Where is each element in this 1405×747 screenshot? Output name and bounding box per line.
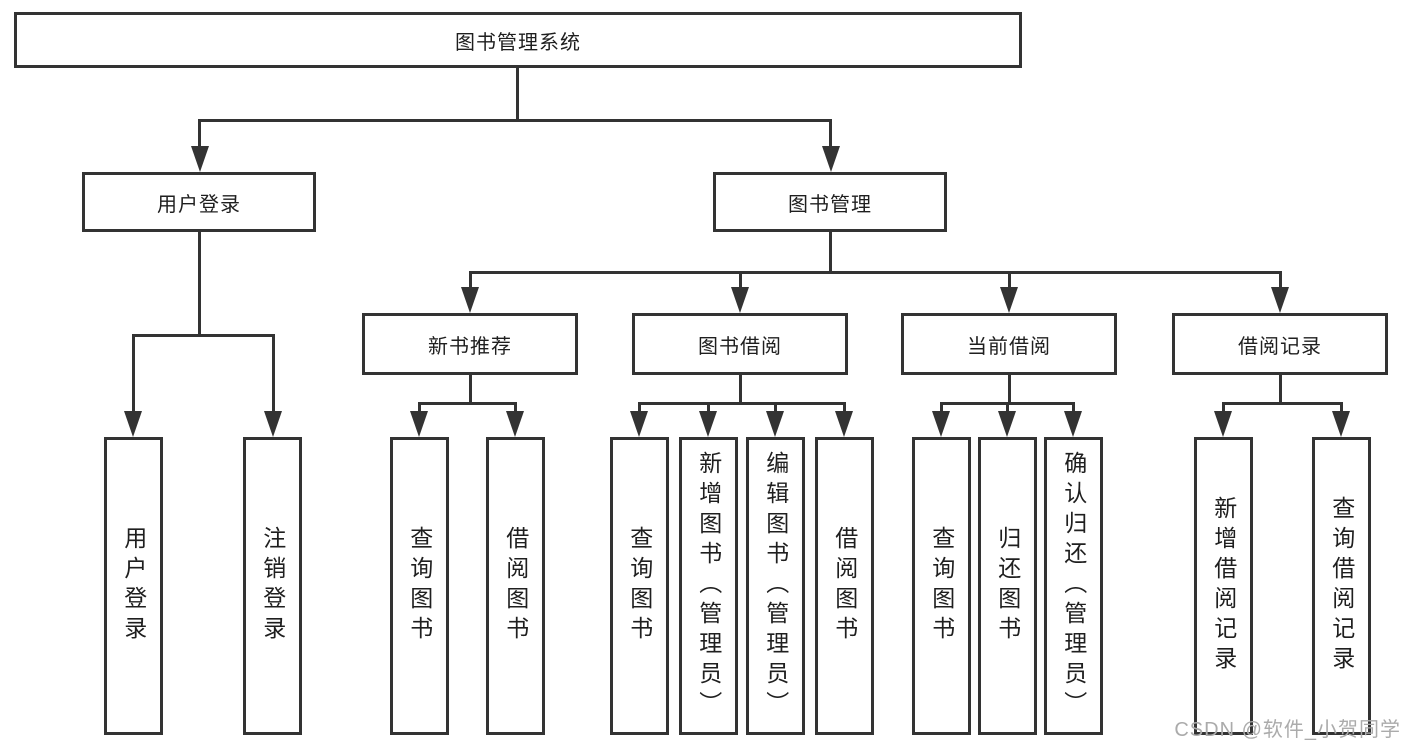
leaf-borrow-books-recommend: 借阅图书 xyxy=(486,437,545,735)
connector-line xyxy=(1008,375,1011,405)
connector-line xyxy=(774,402,777,414)
node-library-management-system: 图书管理系统 xyxy=(14,12,1022,68)
arrowhead-down-icon xyxy=(766,411,784,437)
leaf-edit-books-admin: 编辑图书（管理员） xyxy=(746,437,805,735)
node-label: 图书借阅 xyxy=(698,335,782,358)
arrowhead-down-icon xyxy=(699,411,717,437)
leaf-borrow-books: 借阅图书 xyxy=(815,437,874,735)
node-book-management: 图书管理 xyxy=(713,172,947,232)
connector-line xyxy=(829,119,832,149)
arrowhead-down-icon xyxy=(506,411,524,437)
node-user-login: 用户登录 xyxy=(82,172,316,232)
connector-line xyxy=(272,334,275,414)
connector-line xyxy=(132,334,135,414)
arrowhead-down-icon xyxy=(410,411,428,437)
node-borrowing-records: 借阅记录 xyxy=(1172,313,1388,375)
connector-line xyxy=(1006,402,1009,414)
leaf-return-books: 归还图书 xyxy=(978,437,1037,735)
node-label: 查询借阅记录 xyxy=(1328,496,1355,676)
arrowhead-down-icon xyxy=(124,411,142,437)
connector-line xyxy=(940,402,943,414)
connector-line xyxy=(516,68,519,121)
leaf-query-borrow-record: 查询借阅记录 xyxy=(1312,437,1371,735)
leaf-confirm-return-admin: 确认归还（管理员） xyxy=(1044,437,1103,735)
connector-line xyxy=(843,402,846,414)
node-label: 用户登录 xyxy=(157,193,241,216)
csdn-watermark: CSDN @软件_小贺同学 xyxy=(1174,719,1401,741)
connector-line xyxy=(418,402,517,405)
arrowhead-down-icon xyxy=(998,411,1016,437)
arrowhead-down-icon xyxy=(1064,411,1082,437)
arrowhead-down-icon xyxy=(932,411,950,437)
node-new-book-recommendation: 新书推荐 xyxy=(362,313,578,375)
connector-line xyxy=(1279,271,1282,290)
arrowhead-down-icon xyxy=(1332,411,1350,437)
connector-line xyxy=(638,402,641,414)
connector-line xyxy=(739,375,742,405)
arrowhead-down-icon xyxy=(1271,287,1289,313)
connector-line xyxy=(1222,402,1225,414)
node-label: 编辑图书（管理员） xyxy=(762,451,789,721)
arrowhead-down-icon xyxy=(264,411,282,437)
connector-line xyxy=(638,402,846,405)
arrowhead-down-icon xyxy=(835,411,853,437)
node-label: 借阅图书 xyxy=(502,526,529,646)
connector-line xyxy=(707,402,710,414)
arrowhead-down-icon xyxy=(822,146,840,172)
arrowhead-down-icon xyxy=(191,146,209,172)
connector-line xyxy=(1072,402,1075,414)
node-label: 图书管理系统 xyxy=(455,31,581,54)
node-current-borrowing: 当前借阅 xyxy=(901,313,1117,375)
leaf-user-login: 用户登录 xyxy=(104,437,163,735)
leaf-query-books-current: 查询图书 xyxy=(912,437,971,735)
leaf-query-books-borrowing: 查询图书 xyxy=(610,437,669,735)
connector-line xyxy=(739,271,742,290)
node-label: 查询图书 xyxy=(626,526,653,646)
arrowhead-down-icon xyxy=(630,411,648,437)
connector-line xyxy=(469,271,1282,274)
connector-line xyxy=(198,232,201,336)
node-label: 新增图书（管理员） xyxy=(695,451,722,721)
connector-line xyxy=(829,232,832,273)
connector-line xyxy=(198,119,201,149)
connector-line xyxy=(1340,402,1343,414)
node-label: 借阅图书 xyxy=(831,526,858,646)
node-label: 确认归还（管理员） xyxy=(1060,451,1087,721)
connector-line xyxy=(469,375,472,405)
connector-line xyxy=(418,402,421,414)
node-book-borrowing: 图书借阅 xyxy=(632,313,848,375)
connector-line xyxy=(132,334,275,337)
node-label: 查询图书 xyxy=(406,526,433,646)
node-label: 用户登录 xyxy=(120,526,147,646)
leaf-add-books-admin: 新增图书（管理员） xyxy=(679,437,738,735)
node-label: 借阅记录 xyxy=(1238,335,1322,358)
connector-line xyxy=(1008,271,1011,290)
arrowhead-down-icon xyxy=(461,287,479,313)
connector-line xyxy=(198,119,832,122)
arrowhead-down-icon xyxy=(1214,411,1232,437)
node-label: 当前借阅 xyxy=(967,335,1051,358)
node-label: 新增借阅记录 xyxy=(1210,496,1237,676)
leaf-add-borrow-record: 新增借阅记录 xyxy=(1194,437,1253,735)
node-label: 注销登录 xyxy=(259,526,286,646)
node-label: 图书管理 xyxy=(788,193,872,216)
node-label: 新书推荐 xyxy=(428,335,512,358)
node-label: 查询图书 xyxy=(928,526,955,646)
arrowhead-down-icon xyxy=(1000,287,1018,313)
connector-line xyxy=(469,271,472,290)
leaf-logout: 注销登录 xyxy=(243,437,302,735)
node-label: 归还图书 xyxy=(994,526,1021,646)
connector-line xyxy=(1222,402,1343,405)
arrowhead-down-icon xyxy=(731,287,749,313)
leaf-query-books-recommend: 查询图书 xyxy=(390,437,449,735)
connector-line xyxy=(514,402,517,414)
connector-line xyxy=(1279,375,1282,405)
